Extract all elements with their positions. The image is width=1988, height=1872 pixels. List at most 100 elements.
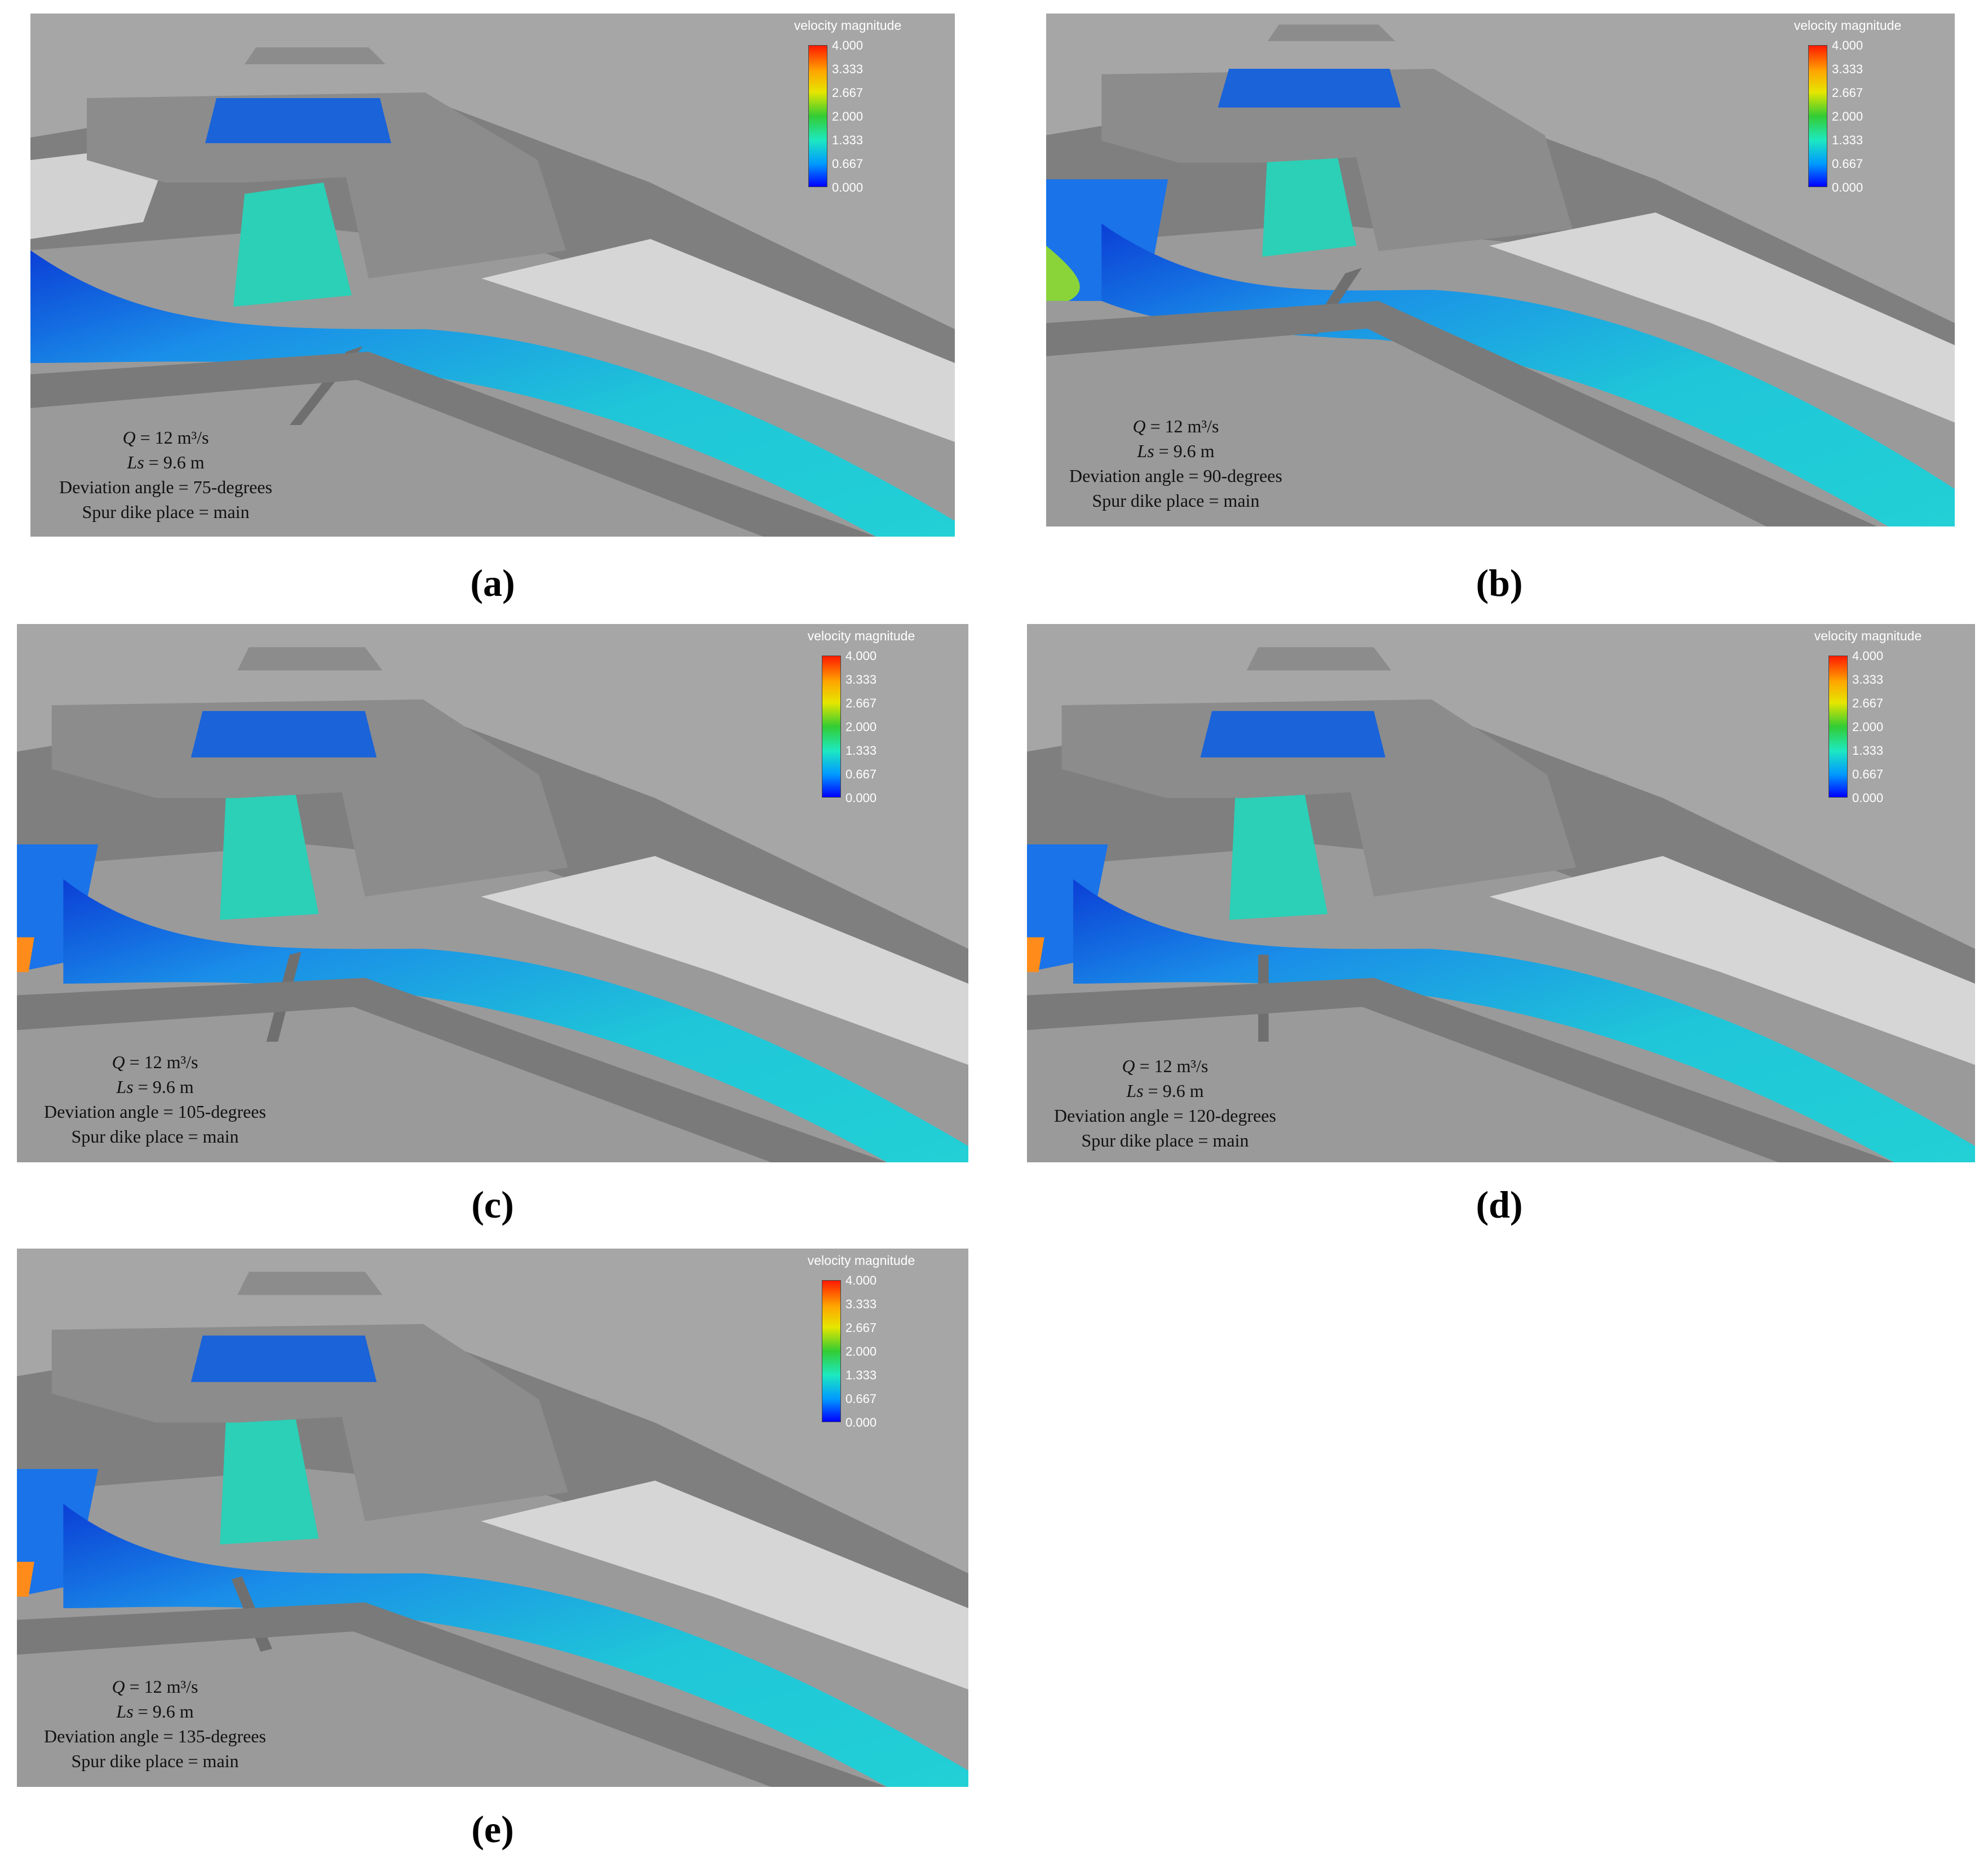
caption-a: (a) (470, 561, 515, 604)
parameter-text: Q = 12 m³/s Ls = 9.6 m Deviation angle =… (17, 1050, 293, 1149)
simulation-scene-a (30, 47, 955, 537)
legend-tick: 0.000 (845, 1415, 877, 1430)
ls-symbol: Ls (1126, 1081, 1144, 1101)
legend-colorbar (1808, 45, 1827, 187)
q-symbol: Q (112, 1052, 125, 1072)
legend-tick: 1.333 (1832, 133, 1863, 147)
legend-tick: 3.333 (1832, 62, 1863, 76)
caption-b: (b) (1476, 561, 1523, 604)
legend-tick: 1.333 (845, 1368, 877, 1382)
legend-tick: 0.667 (845, 767, 877, 781)
legend-tick: 4.000 (1852, 649, 1884, 663)
caption-e: (e) (471, 1808, 514, 1851)
q-symbol: Q (1122, 1056, 1135, 1076)
legend-tick: 1.333 (1852, 744, 1884, 758)
legend-tick: 1.333 (845, 744, 877, 758)
legend-tick: 0.667 (1832, 157, 1863, 171)
deviation-angle: Deviation angle = 135-degrees (44, 1726, 266, 1746)
legend-tick: 3.333 (832, 62, 864, 76)
figure-panel-e: velocity magnitude 4.000 3.333 2.667 2.0… (17, 1249, 968, 1787)
figure-panel-a: velocity magnitude 4.000 3.333 2.667 2.0… (30, 14, 955, 537)
legend-tick: 0.000 (1852, 791, 1884, 805)
q-value: = 12 m³/s (125, 1052, 198, 1072)
legend-tick: 2.667 (1852, 696, 1884, 710)
legend-tick: 2.667 (845, 696, 877, 710)
spur-dike-place: Spur dike place = main (1081, 1130, 1249, 1150)
legend-tick: 2.667 (1832, 86, 1863, 100)
legend-tick: 3.333 (845, 1297, 877, 1311)
ls-value: = 9.6 m (144, 452, 205, 472)
legend-tick: 3.333 (845, 672, 877, 687)
q-symbol: Q (1132, 416, 1146, 436)
legend-tick: 2.000 (1852, 720, 1884, 734)
legend-tick: 2.000 (1832, 109, 1863, 123)
simulation-scene-c (17, 647, 968, 1162)
legend-colorbar (822, 656, 841, 798)
caption-d: (d) (1476, 1183, 1523, 1226)
caption-c: (c) (471, 1183, 514, 1226)
legend-title: velocity magnitude (1794, 18, 1902, 33)
ls-value: = 9.6 m (1143, 1081, 1204, 1101)
parameter-text: Q = 12 m³/s Ls = 9.6 m Deviation angle =… (1046, 414, 1305, 513)
legend-tick: 0.667 (832, 157, 864, 171)
ls-symbol: Ls (1137, 441, 1154, 461)
legend-tick: 4.000 (1832, 38, 1863, 52)
legend-colorbar (808, 45, 827, 187)
legend-tick: 2.667 (845, 1321, 877, 1335)
figure-panel-b: velocity magnitude 4.000 3.333 2.667 2.0… (1046, 14, 1955, 526)
q-value: = 12 m³/s (1135, 1056, 1208, 1076)
legend-tick: 0.667 (1852, 767, 1884, 781)
velocity-legend: velocity magnitude 4.000 3.333 2.667 2.0… (754, 624, 968, 838)
deviation-angle: Deviation angle = 120-degrees (1054, 1105, 1276, 1126)
ls-symbol: Ls (116, 1077, 134, 1097)
legend-tick: 2.000 (832, 109, 864, 123)
simulation-scene-b (1046, 24, 1955, 526)
legend-tick: 4.000 (845, 1273, 877, 1287)
simulation-scene-d (1027, 647, 1975, 1162)
simulation-scene-e (17, 1272, 968, 1787)
legend-title: velocity magnitude (1814, 629, 1922, 643)
ls-symbol: Ls (127, 452, 144, 472)
deviation-angle: Deviation angle = 75-degrees (59, 477, 272, 497)
spur-dike-place: Spur dike place = main (71, 1751, 239, 1771)
legend-tick: 2.667 (832, 86, 864, 100)
q-value: = 12 m³/s (1145, 416, 1219, 436)
legend-tick: 0.000 (845, 791, 877, 805)
legend-tick: 3.333 (1852, 672, 1884, 687)
parameter-text: Q = 12 m³/s Ls = 9.6 m Deviation angle =… (17, 1674, 293, 1773)
parameter-text: Q = 12 m³/s Ls = 9.6 m Deviation angle =… (1027, 1054, 1303, 1153)
ls-value: = 9.6 m (1154, 441, 1215, 461)
legend-tick: 2.000 (845, 1344, 877, 1358)
legend-colorbar (1828, 656, 1848, 798)
q-value: = 12 m³/s (125, 1676, 198, 1697)
ls-symbol: Ls (116, 1701, 134, 1721)
legend-tick: 4.000 (845, 649, 877, 663)
figure-panel-d: velocity magnitude 4.000 3.333 2.667 2.0… (1027, 624, 1975, 1162)
spur-dike-place: Spur dike place = main (71, 1126, 239, 1147)
velocity-legend: velocity magnitude 4.000 3.333 2.667 2.0… (754, 1249, 968, 1463)
spur-dike-place: Spur dike place = main (1092, 490, 1260, 511)
legend-colorbar (822, 1280, 841, 1422)
q-value: = 12 m³/s (135, 427, 209, 448)
legend-title: velocity magnitude (807, 629, 915, 643)
deviation-angle: Deviation angle = 90-degrees (1069, 466, 1282, 486)
velocity-legend: velocity magnitude 4.000 3.333 2.667 2.0… (741, 14, 955, 228)
legend-tick: 1.333 (832, 133, 864, 147)
deviation-angle: Deviation angle = 105-degrees (44, 1101, 266, 1122)
velocity-legend: velocity magnitude 4.000 3.333 2.667 2.0… (1741, 14, 1955, 228)
figure-panel-c: velocity magnitude 4.000 3.333 2.667 2.0… (17, 624, 968, 1162)
legend-tick: 0.000 (832, 180, 864, 194)
q-symbol: Q (112, 1676, 125, 1697)
velocity-legend: velocity magnitude 4.000 3.333 2.667 2.0… (1761, 624, 1975, 838)
parameter-text: Q = 12 m³/s Ls = 9.6 m Deviation angle =… (30, 425, 301, 524)
q-symbol: Q (122, 427, 136, 448)
legend-title: velocity magnitude (794, 18, 902, 33)
ls-value: = 9.6 m (133, 1077, 194, 1097)
spur-dike-place: Spur dike place = main (82, 502, 250, 522)
legend-tick: 2.000 (845, 720, 877, 734)
legend-tick: 0.000 (1832, 180, 1863, 194)
legend-title: velocity magnitude (807, 1253, 915, 1268)
legend-tick: 0.667 (845, 1392, 877, 1406)
legend-tick: 4.000 (832, 38, 864, 52)
ls-value: = 9.6 m (133, 1701, 194, 1721)
